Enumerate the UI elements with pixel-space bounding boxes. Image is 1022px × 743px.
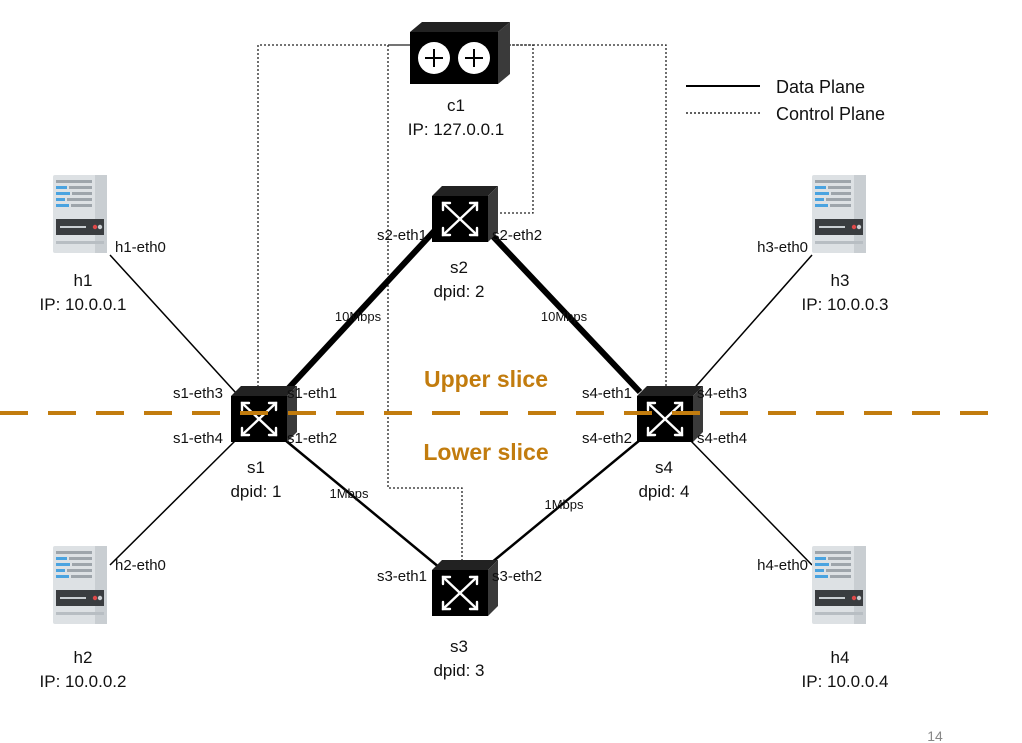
- switch-s4-name: s4: [655, 458, 673, 477]
- port-s3-eth1: s3-eth1: [377, 568, 427, 585]
- switch-s1-dpid: dpid: 1: [230, 482, 281, 501]
- host-h4-ip: IP: 10.0.0.4: [802, 672, 889, 691]
- control-plane-links: [257, 44, 667, 560]
- link-s2-s4: [482, 225, 643, 395]
- legend: Data Plane Control Plane: [686, 77, 885, 124]
- port-s2-eth2: s2-eth2: [492, 227, 542, 244]
- link-s1-s3: [284, 439, 441, 569]
- switch-s3-name: s3: [450, 637, 468, 656]
- host-h3-name: h3: [831, 271, 850, 290]
- port-h2-eth0: h2-eth0: [115, 557, 166, 574]
- controller-name: c1: [447, 96, 465, 115]
- host-h2-ip: IP: 10.0.0.2: [40, 672, 127, 691]
- link-s3-s4: [484, 439, 641, 569]
- link-h4-s4: [689, 439, 813, 566]
- page-number: 14: [927, 728, 943, 743]
- link-h1-s1: [109, 254, 237, 394]
- host-h3-icon: [812, 175, 866, 253]
- port-s1-eth2: s1-eth2: [287, 430, 337, 447]
- legend-data-plane-label: Data Plane: [776, 77, 865, 97]
- port-h1-eth0: h1-eth0: [115, 239, 166, 256]
- host-h3-ip: IP: 10.0.0.3: [802, 295, 889, 314]
- switch-s2-dpid: dpid: 2: [433, 282, 484, 301]
- link-h2-s1: [109, 439, 237, 566]
- host-h1-icon: [53, 175, 107, 253]
- switch-s1-name: s1: [247, 458, 265, 477]
- host-h1-ip: IP: 10.0.0.1: [40, 295, 127, 314]
- port-s1-eth3: s1-eth3: [173, 385, 223, 402]
- port-s4-eth1: s4-eth1: [582, 385, 632, 402]
- port-h3-eth0: h3-eth0: [757, 239, 808, 256]
- control-link-c1-s3: [387, 44, 463, 560]
- link-s1-s2: [282, 225, 440, 395]
- switch-s3-icon: [430, 558, 500, 618]
- bandwidth-s1-s3: 1Mbps: [329, 486, 369, 501]
- port-s4-eth2: s4-eth2: [582, 430, 632, 447]
- bandwidth-s2-s4: 10Mbps: [541, 309, 588, 324]
- bandwidth-s3-s4: 1Mbps: [544, 497, 584, 512]
- port-h4-eth0: h4-eth0: [757, 557, 808, 574]
- host-h2-icon: [53, 546, 107, 624]
- control-link-c1-s1: [257, 44, 410, 390]
- control-link-c1-s2: [488, 44, 534, 214]
- port-s2-eth1: s2-eth1: [377, 227, 427, 244]
- host-h1-name: h1: [74, 271, 93, 290]
- switch-s2-name: s2: [450, 258, 468, 277]
- switch-s4-dpid: dpid: 4: [638, 482, 689, 501]
- controller-icon: [410, 22, 510, 84]
- switch-s2-icon: [430, 184, 500, 244]
- port-s3-eth2: s3-eth2: [492, 568, 542, 585]
- lower-slice-label: Lower slice: [423, 439, 548, 465]
- host-h2-name: h2: [74, 648, 93, 667]
- port-s1-eth4: s1-eth4: [173, 430, 223, 447]
- legend-control-plane-label: Control Plane: [776, 104, 885, 124]
- switch-s3-dpid: dpid: 3: [433, 661, 484, 680]
- controller-ip: IP: 127.0.0.1: [408, 120, 504, 139]
- port-s4-eth4: s4-eth4: [697, 430, 747, 447]
- upper-slice-label: Upper slice: [424, 366, 548, 392]
- port-s4-eth3: s4-eth3: [697, 385, 747, 402]
- link-h3-s4: [689, 254, 813, 394]
- control-link-c1-s4: [505, 44, 667, 390]
- host-h4-icon: [812, 546, 866, 624]
- data-plane-links: [109, 225, 813, 569]
- bandwidth-s1-s2: 10Mbps: [335, 309, 382, 324]
- host-h4-name: h4: [831, 648, 850, 667]
- port-s1-eth1: s1-eth1: [287, 385, 337, 402]
